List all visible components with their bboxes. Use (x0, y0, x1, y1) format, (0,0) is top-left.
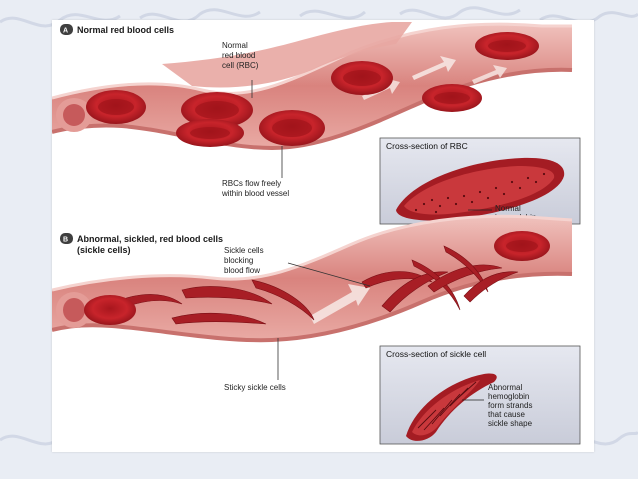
label-rbc-flow: RBCs flow freely within blood vessel (221, 179, 289, 198)
sickle-cross-section-shape (406, 373, 497, 441)
panel-b-badge: B (60, 233, 73, 244)
sickle-cell (411, 259, 461, 311)
sickle-cell-diagram: A Normal red blood cells (52, 22, 581, 445)
sickle-cell (427, 264, 503, 293)
rbc (475, 32, 539, 60)
panel-a-badge: A (60, 24, 73, 35)
rbc (331, 61, 393, 95)
sickle-cell (361, 271, 433, 289)
sickle-cell (181, 286, 273, 305)
label-sickle-blocking: Sickle cells blocking blood flow (224, 246, 266, 275)
label-abnormal-hemoglobin: Abnormal hemoglobin form strands that ca… (488, 383, 535, 428)
sickle-cell (251, 279, 315, 321)
panel-a-title: Normal red blood cells (77, 25, 174, 35)
panel-b: B Abnormal, sickled, red blood cells (si… (52, 214, 581, 445)
label-normal-rbc: Normal red blood cell (RBC) (222, 41, 259, 70)
panel-a-badge-text: A (63, 28, 68, 35)
inset-rbc-cross-section: Cross-section of RBC Normal (379, 137, 581, 225)
sickle-cell (443, 245, 489, 293)
rbc (181, 92, 253, 128)
callout-line-blocking (287, 262, 371, 287)
rbc-in-sickle-vessel (84, 231, 550, 325)
normal-rbc-group (86, 32, 539, 147)
inset-sickle-title: Cross-section of sickle cell (386, 349, 486, 359)
rbc (422, 84, 482, 112)
rbc (259, 110, 325, 146)
label-sticky-sickle: Sticky sickle cells (224, 383, 286, 392)
inset-rbc-title: Cross-section of RBC (386, 141, 468, 151)
sickle-cell (381, 271, 449, 313)
panel-b-title: Abnormal, sickled, red blood cells (sick… (77, 234, 226, 255)
sickle-cell (463, 271, 519, 303)
panel-a: A Normal red blood cells (52, 22, 581, 225)
panel-b-badge-text: B (63, 237, 68, 244)
figure-panel: A Normal red blood cells (52, 20, 594, 452)
rbc (176, 119, 244, 147)
inset-sickle-cross-section: Cross-section of sickle cell Abnormal he… (379, 345, 581, 445)
sickle-cell (171, 312, 267, 325)
rbc (86, 90, 146, 124)
rbc-cross-section-shape (396, 157, 565, 221)
